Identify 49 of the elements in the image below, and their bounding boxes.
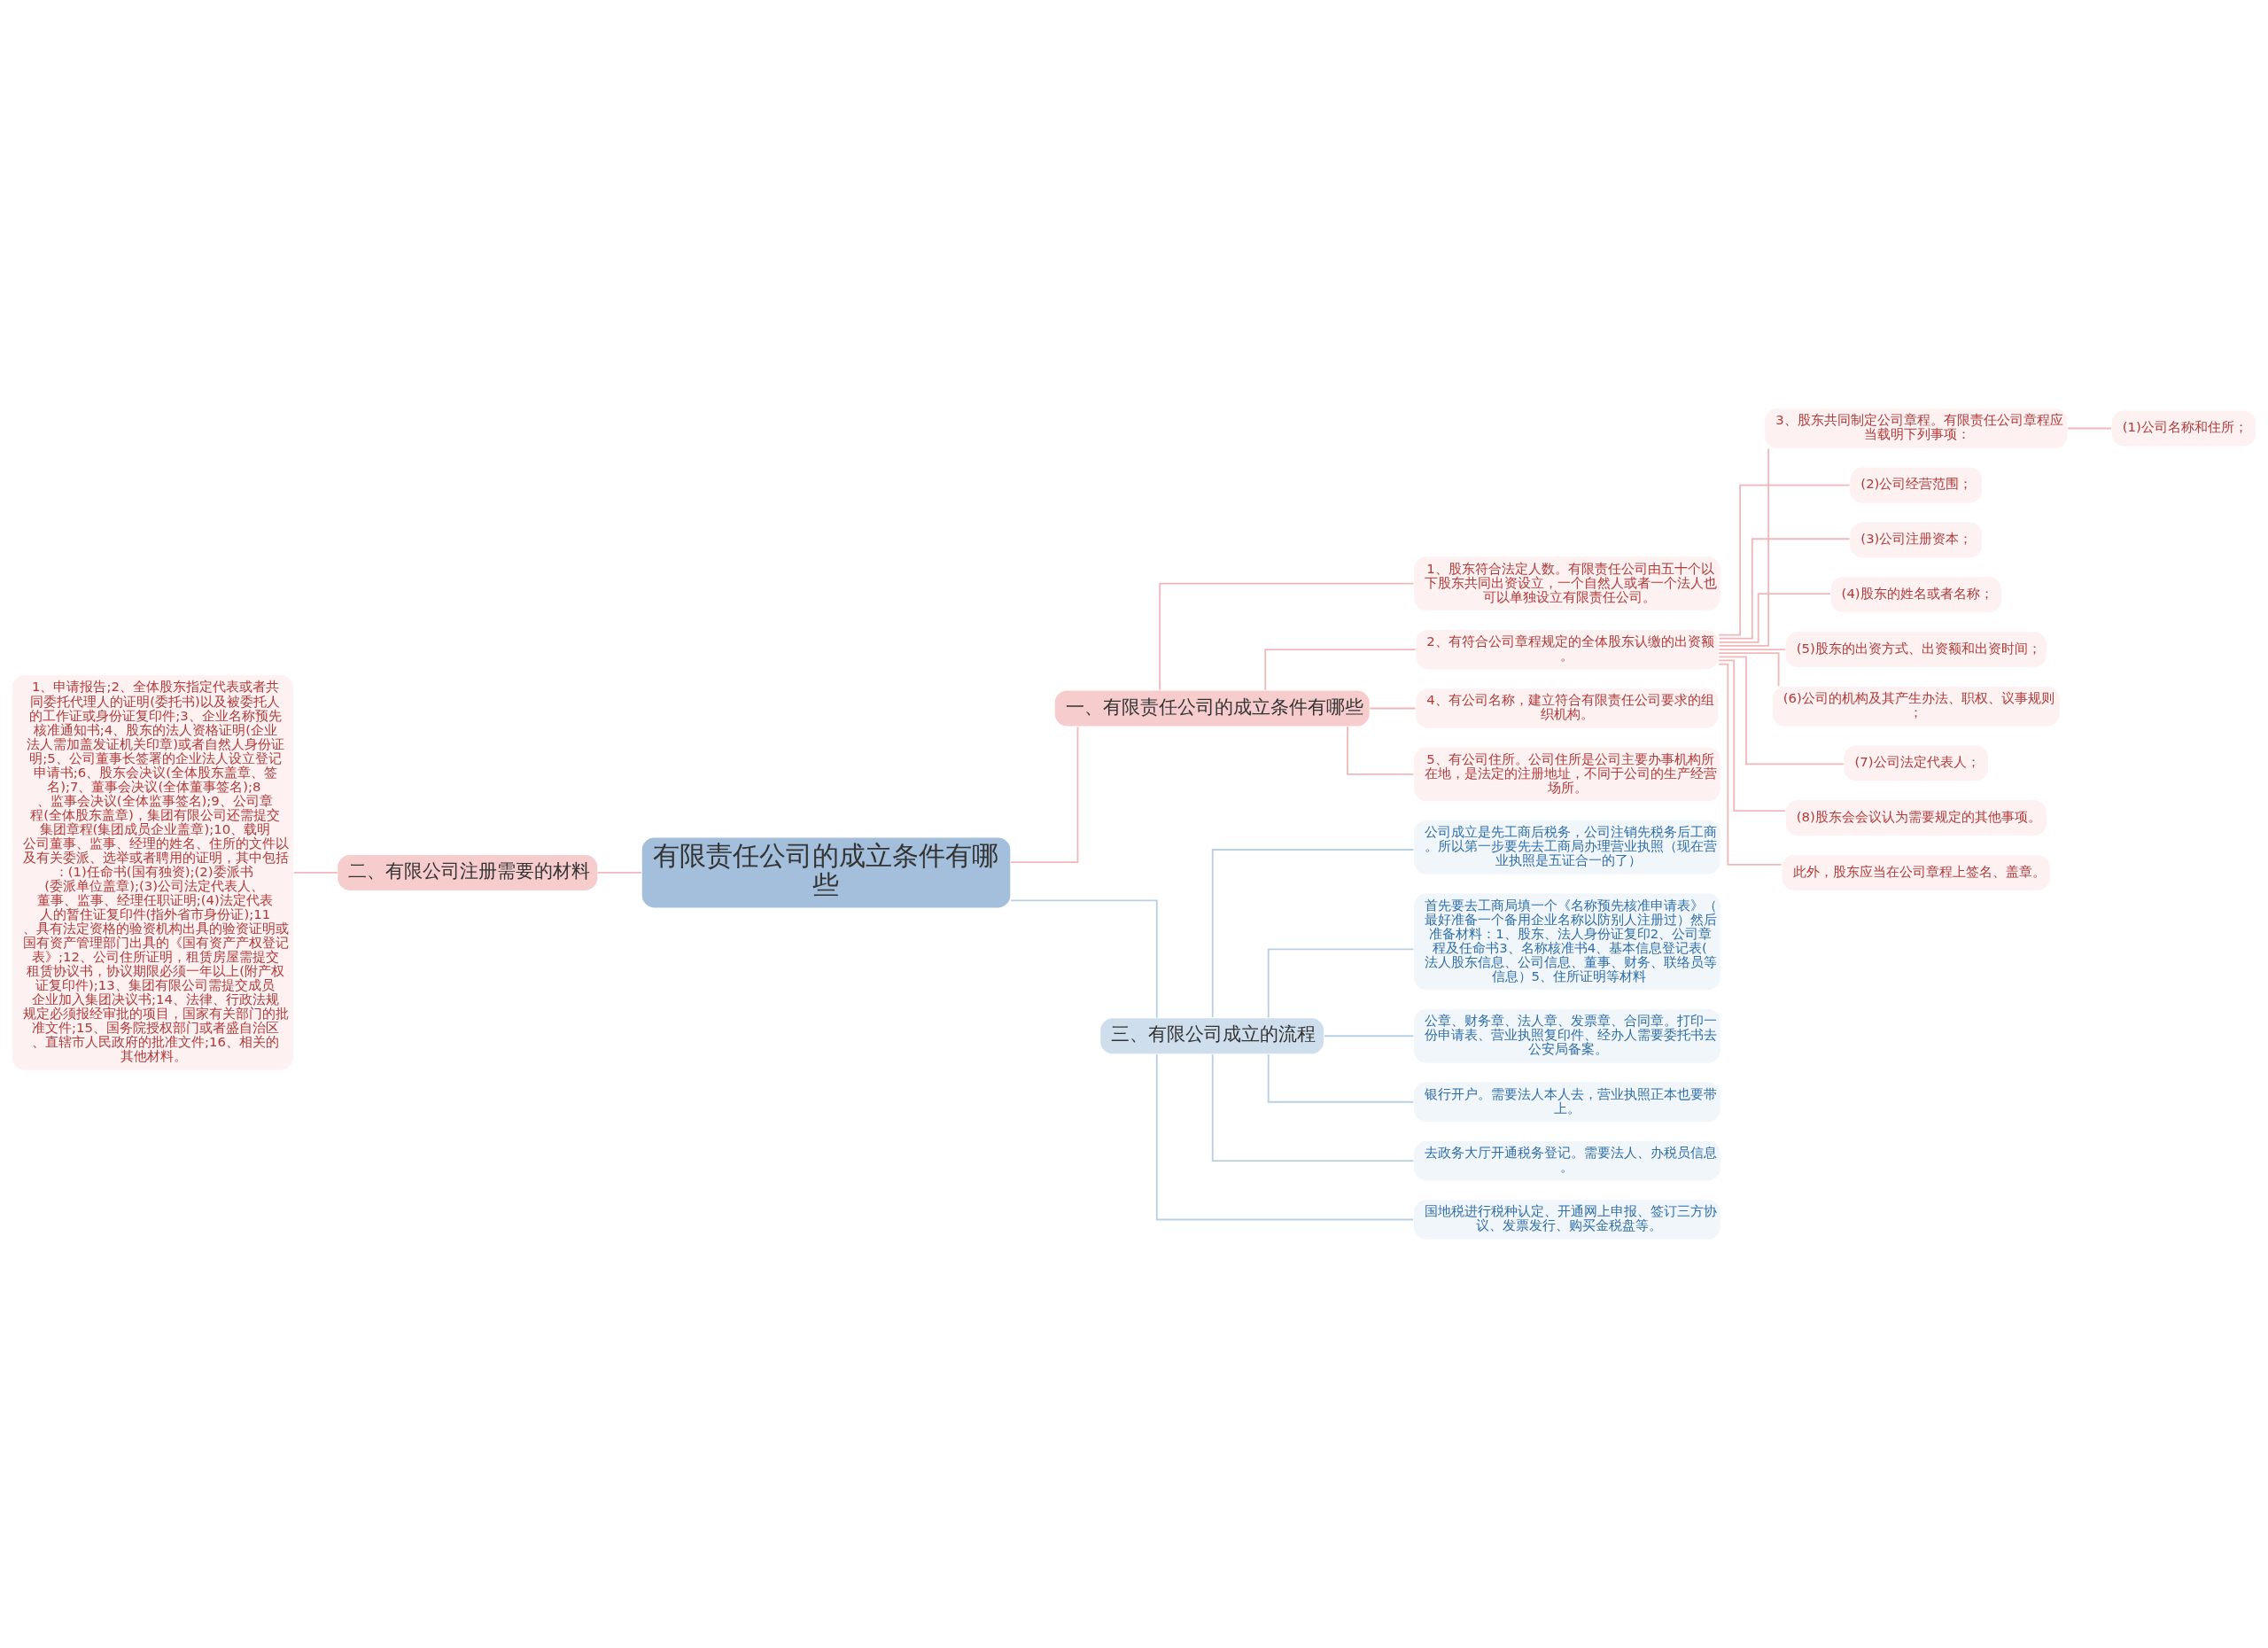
connector xyxy=(1718,649,1786,650)
node-box: (7)公司法定代表人； xyxy=(1843,744,1990,782)
connector xyxy=(1718,663,1783,866)
node-box: (6)公司的机构及其产生办法、职权、议事规则； xyxy=(1771,685,2061,727)
connector xyxy=(1267,948,1415,1019)
node-box: (5)股东的出资方式、出资额和出资时间； xyxy=(1784,630,2047,669)
connector xyxy=(597,872,642,874)
node-box: 国地税进行税种认定、开通网上申报、签订三方协议、发票发行、购买金税盘等。 xyxy=(1412,1199,1721,1240)
node-box: (4)股东的姓名或者名称； xyxy=(1829,576,2003,614)
connector xyxy=(1718,538,1851,640)
node-box: 银行开户。需要法人本人去，营业执照正本也要带上。 xyxy=(1412,1081,1721,1123)
node-box: 二、有限公司注册需要的材料 xyxy=(337,853,599,892)
connector xyxy=(1264,649,1417,691)
node-box: 一、有限责任公司的成立条件有哪些 xyxy=(1053,689,1371,727)
node-box: 5、有公司住所。公司住所是公司主要办事机构所在地，是法定的注册地址，不同于公司的生产经营场所。 xyxy=(1412,746,1721,803)
connector xyxy=(1211,1053,1415,1162)
node-box: 有限责任公司的成立条件有哪些 xyxy=(641,836,1012,909)
connector xyxy=(1159,582,1415,691)
connector xyxy=(1267,1053,1415,1103)
connector xyxy=(1211,849,1415,1019)
node-box: 1、申请报告;2、全体股东指定代表或者共同委托代理人的证明(委托书)以及被委托人的工作证或身份证复印件;3、企业名称预先核准通知书;4、股东的法人资格证明(企业法人需加盖发证机关印章)或者自然人身份证明;5、公司董事长签署的企业法人设立登记申请书;6、股东会决议(全体股东盖章、签名);7、董事会决议(全体董事签名);8、监事会决议(全体监事签名);9、公司章程(全体股东盖章)，集团有限公司还需提交集团章程(集团成员企业盖章);10、载明公司董事、监事、经理的姓名、住所的文件以及有关委派、选举或者聘用的证明，其中包括：(1)任命书(国有独资);(2)委派书(委派单位盖章);(3)公司法定代表人、董事、监事、经理任职证明;(4)法定代表人的暂住证复印件(指外省市身份证);11、具有法定资格的验资机构出具的验资证明或国有资产管理部门出具的《国有资产产权登记表》;12、公司住所证明，租赁房屋需提交租赁协议书，协议期限必须一年以上(附产权证复印件);13、集团有限公司需提交成员企业加入集团决议书;14、法律、行政法规规定必须报经审批的项目，国家有关部门的批准文件;15、国务院授权部门或者盛自治区、直辖市人民政府的批准文件;16、相关的其他材料。 xyxy=(11,674,294,1071)
node-box: (2)公司经营范围； xyxy=(1849,466,1984,504)
node-box: 4、有公司名称，建立符合有限责任公司要求的组织机构。 xyxy=(1415,688,1720,729)
connector xyxy=(1718,447,1770,647)
connector xyxy=(1718,593,1831,643)
connector xyxy=(1155,1053,1415,1221)
connector xyxy=(2067,427,2112,430)
connector xyxy=(1369,707,1417,710)
connector xyxy=(1010,726,1079,864)
node-box: 去政务大厅开通税务登记。需要法人、办税员信息。 xyxy=(1412,1139,1721,1182)
node-box: 2、有符合公司章程规定的全体股东认缴的出资额。 xyxy=(1415,628,1720,671)
node-box: (1)公司名称和住所； xyxy=(2110,409,2257,447)
connector xyxy=(1718,484,1851,636)
connector xyxy=(292,872,338,874)
connector xyxy=(1347,726,1415,775)
connector xyxy=(1718,652,1780,688)
node-box: (3)公司注册资本； xyxy=(1849,521,1984,559)
node-box: 公章、财务章、法人章、发票章、合同章。打印一份申请表、营业执照复印件、经办人需要委托书去公安局备案。 xyxy=(1412,1007,1721,1064)
node-box: 1、股东符合法定人数。有限责任公司由五十个以下股东共同出资设立，一个自然人或者一个法人也可以单独设立有限责任公司。 xyxy=(1412,556,1721,612)
node-box: 三、有限公司成立的流程 xyxy=(1099,1017,1325,1055)
connector xyxy=(1718,659,1786,812)
node-box: 3、股东共同制定公司章程。有限责任公司章程应当载明下列事项： xyxy=(1764,408,2069,449)
node-box: 此外，股东应当在公司章程上签名、盖章。 xyxy=(1781,853,2051,892)
node-box: 首先要去工商局填一个《名称预先核准申请表》（最好准备一个备用企业名称以防别人注册过）然后准备材料：1、股东、法人身份证复印2、公司章程及任命书3、名称核准书4、基本信息登记表(法人股东信息、公司信息、董事、财务、联络员等信息）5、住所证明等材料 xyxy=(1412,892,1721,991)
connector xyxy=(1010,899,1158,1019)
node-box: (8)股东会会议认为需要规定的其他事项。 xyxy=(1784,798,2047,837)
connector xyxy=(1324,1035,1415,1038)
node-box: 公司成立是先工商后税务，公司注销先税务后工商。所以第一步要先去工商局办理营业执照（现在营业执照是五证合一的了） xyxy=(1412,819,1721,875)
connector xyxy=(1718,656,1845,766)
